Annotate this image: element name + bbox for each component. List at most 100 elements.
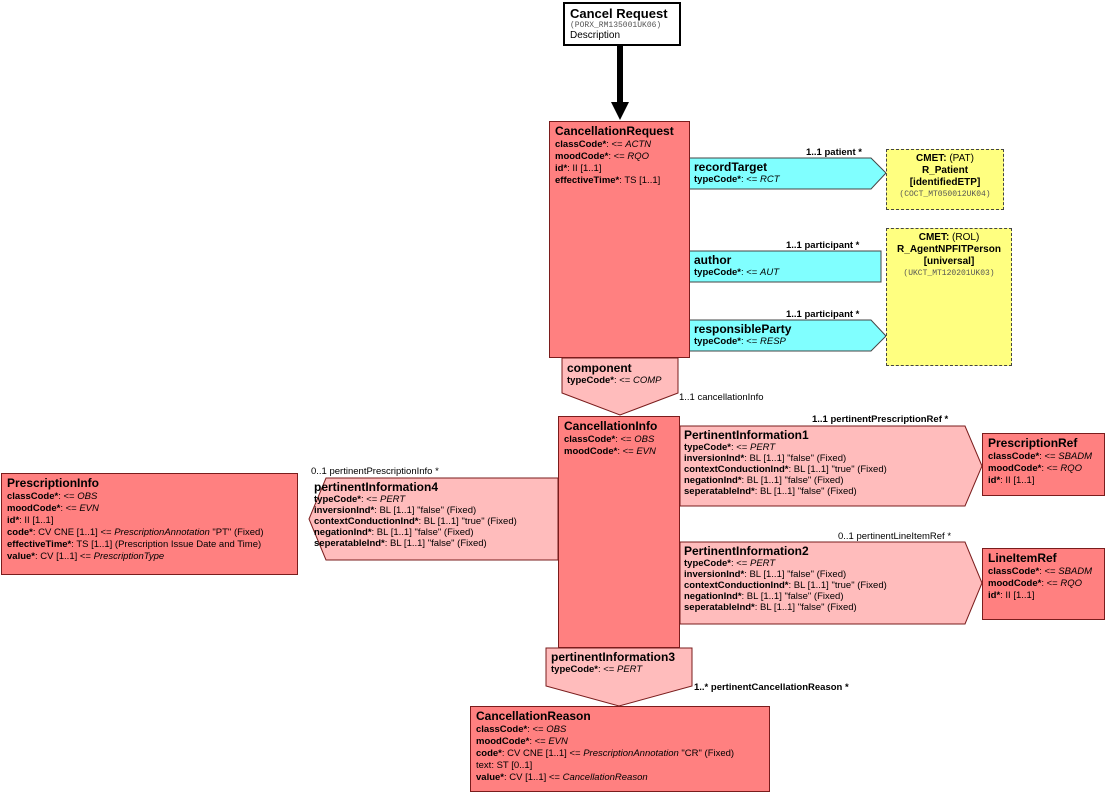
attribute-row: effectiveTime*: TS [1..1] [555, 175, 661, 186]
attribute-row: id*: II [1..1] [7, 515, 54, 526]
attribute-row: value*: CV [1..1] <= CancellationReason [476, 772, 648, 783]
attribute-row: classCode*: <= OBS [7, 491, 98, 502]
pertinent-information1-cardinality: 1..1 pertinentPrescriptionRef * [812, 414, 949, 425]
cmet-patient-line3: [identifiedETP] [909, 177, 981, 188]
cmet-patient-line1: CMET: (PAT) [916, 153, 974, 164]
pertinent-information2-label: PertinentInformation2 typeCode*: <= PERT… [684, 544, 887, 613]
attribute-row: negationInd*: BL [1..1] "false" (Fixed) [684, 591, 844, 602]
attribute-row: classCode*: <= OBS [476, 724, 567, 735]
author-name: author [694, 253, 732, 267]
responsible-party-label: responsibleParty typeCode*: <= RESP [694, 322, 791, 347]
component-name: component [567, 361, 632, 375]
attribute-row: moodCode*: <= RQO [988, 578, 1082, 589]
attribute-row: typeCode*: <= PERT [684, 558, 776, 569]
record-target-typecode: typeCode*: <= RCT [694, 174, 780, 185]
attribute-row: id*: II [1..1] [555, 163, 602, 174]
attribute-row: value*: CV [1..1] <= PrescriptionType [7, 551, 165, 562]
cmet-agent-box[interactable]: CMET: (ROL) R_AgentNPFITPerson [universa… [886, 228, 1012, 366]
pertinent-information1-name: PertinentInformation1 [684, 428, 809, 442]
attribute-row: classCode*: <= SBADM [988, 566, 1093, 577]
attribute-row: classCode*: <= OBS [564, 434, 655, 445]
attribute-row: text: ST [0..1] [476, 760, 533, 771]
component-typecode: typeCode*: <= COMP [567, 375, 662, 386]
cmet-patient-box[interactable]: CMET: (PAT) R_Patient [identifiedETP] (C… [886, 149, 1004, 210]
cancellation-info-title: CancellationInfo [564, 419, 658, 433]
attribute-row: moodCode*: <= EVN [476, 736, 568, 747]
entry-description: Description [570, 30, 621, 41]
record-target-cardinality: 1..1 patient * [806, 147, 862, 158]
attribute-row: seperatableInd*: BL [1..1] "false" (Fixe… [684, 486, 857, 497]
attribute-row: effectiveTime*: TS [1..1] (Prescription … [7, 539, 262, 550]
pertinent-information4-label: pertinentInformation4 typeCode*: <= PERT… [314, 480, 517, 549]
pertinent-information3-typecode: typeCode*: <= PERT [551, 664, 643, 675]
attribute-row: typeCode*: <= PERT [684, 442, 776, 453]
component-cardinality: 1..1 cancellationInfo [679, 392, 764, 403]
attribute-row: code*: CV CNE [1..1] <= PrescriptionAnno… [7, 527, 264, 538]
attribute-row: seperatableInd*: BL [1..1] "false" (Fixe… [314, 538, 487, 549]
component-label: component typeCode*: <= COMP [567, 361, 662, 386]
attribute-row: code*: CV CNE [1..1] <= PrescriptionAnno… [476, 748, 735, 759]
attribute-row: classCode*: <= SBADM [988, 451, 1093, 462]
pertinent-information3-shape[interactable] [545, 647, 693, 707]
attribute-row: negationInd*: BL [1..1] "false" (Fixed) [684, 475, 844, 486]
line-item-ref-title: LineItemRef [988, 551, 1057, 565]
attribute-row: inversionInd*: BL [1..1] "false" (Fixed) [684, 453, 847, 464]
attribute-row: contextConductionInd*: BL [1..1] "true" … [314, 516, 517, 527]
record-target-name: recordTarget [694, 160, 768, 174]
record-target-label: recordTarget typeCode*: <= RCT [694, 160, 780, 185]
responsible-party-name: responsibleParty [694, 322, 792, 336]
attribute-row: negationInd*: BL [1..1] "false" (Fixed) [314, 527, 474, 538]
pertinent-information1-shape[interactable] [679, 425, 983, 507]
attribute-row: seperatableInd*: BL [1..1] "false" (Fixe… [684, 602, 857, 613]
pertinent-information3-label: pertinentInformation3 typeCode*: <= PERT [551, 650, 675, 675]
attribute-row: contextConductionInd*: BL [1..1] "true" … [684, 580, 887, 591]
pertinent-information3-cardinality: 1..* pertinentCancellationReason * [694, 682, 849, 693]
attribute-row: typeCode*: <= PERT [314, 494, 406, 505]
pertinent-information4-cardinality: 0..1 pertinentPrescriptionInfo * [311, 466, 439, 477]
cmet-agent-line4: (UKCT_MT120201UK03) [903, 269, 995, 278]
pertinent-information2-cardinality: 0..1 pertinentLineItemRef * [838, 531, 952, 542]
attribute-row: moodCode*: <= EVN [564, 446, 656, 457]
attribute-row: id*: II [1..1] [988, 475, 1035, 486]
responsible-party-typecode: typeCode*: <= RESP [694, 336, 786, 347]
pertinent-information1-label: PertinentInformation1 typeCode*: <= PERT… [684, 428, 887, 497]
entry-arrow-head [611, 102, 629, 120]
entry-title: Cancel Request [570, 6, 668, 21]
attribute-row: moodCode*: <= RQO [555, 151, 649, 162]
responsible-party-cardinality: 1..1 participant * [786, 309, 860, 320]
attribute-row: inversionInd*: BL [1..1] "false" (Fixed) [684, 569, 847, 580]
pertinent-information4-name: pertinentInformation4 [314, 480, 439, 494]
attribute-row: id*: II [1..1] [988, 590, 1035, 601]
attribute-row: inversionInd*: BL [1..1] "false" (Fixed) [314, 505, 477, 516]
entry-point-box[interactable]: Cancel Request (PORX_RM135001UK06) Descr… [563, 2, 681, 46]
author-cardinality: 1..1 participant * [786, 240, 860, 251]
attribute-row: moodCode*: <= EVN [7, 503, 99, 514]
cmet-patient-line4: (COCT_MT050012UK04) [899, 190, 991, 199]
prescription-info-title: PrescriptionInfo [7, 476, 100, 490]
cancellation-reason-title: CancellationReason [476, 709, 591, 723]
pertinent-information2-name: PertinentInformation2 [684, 544, 809, 558]
pertinent-information2-shape[interactable] [679, 541, 983, 625]
cmet-agent-line3: [universal] [923, 256, 975, 267]
author-typecode: typeCode*: <= AUT [694, 267, 779, 278]
cmet-agent-line1: CMET: (ROL) [918, 232, 980, 243]
entry-id: (PORX_RM135001UK06) [570, 21, 662, 30]
component-shape[interactable] [561, 357, 679, 416]
